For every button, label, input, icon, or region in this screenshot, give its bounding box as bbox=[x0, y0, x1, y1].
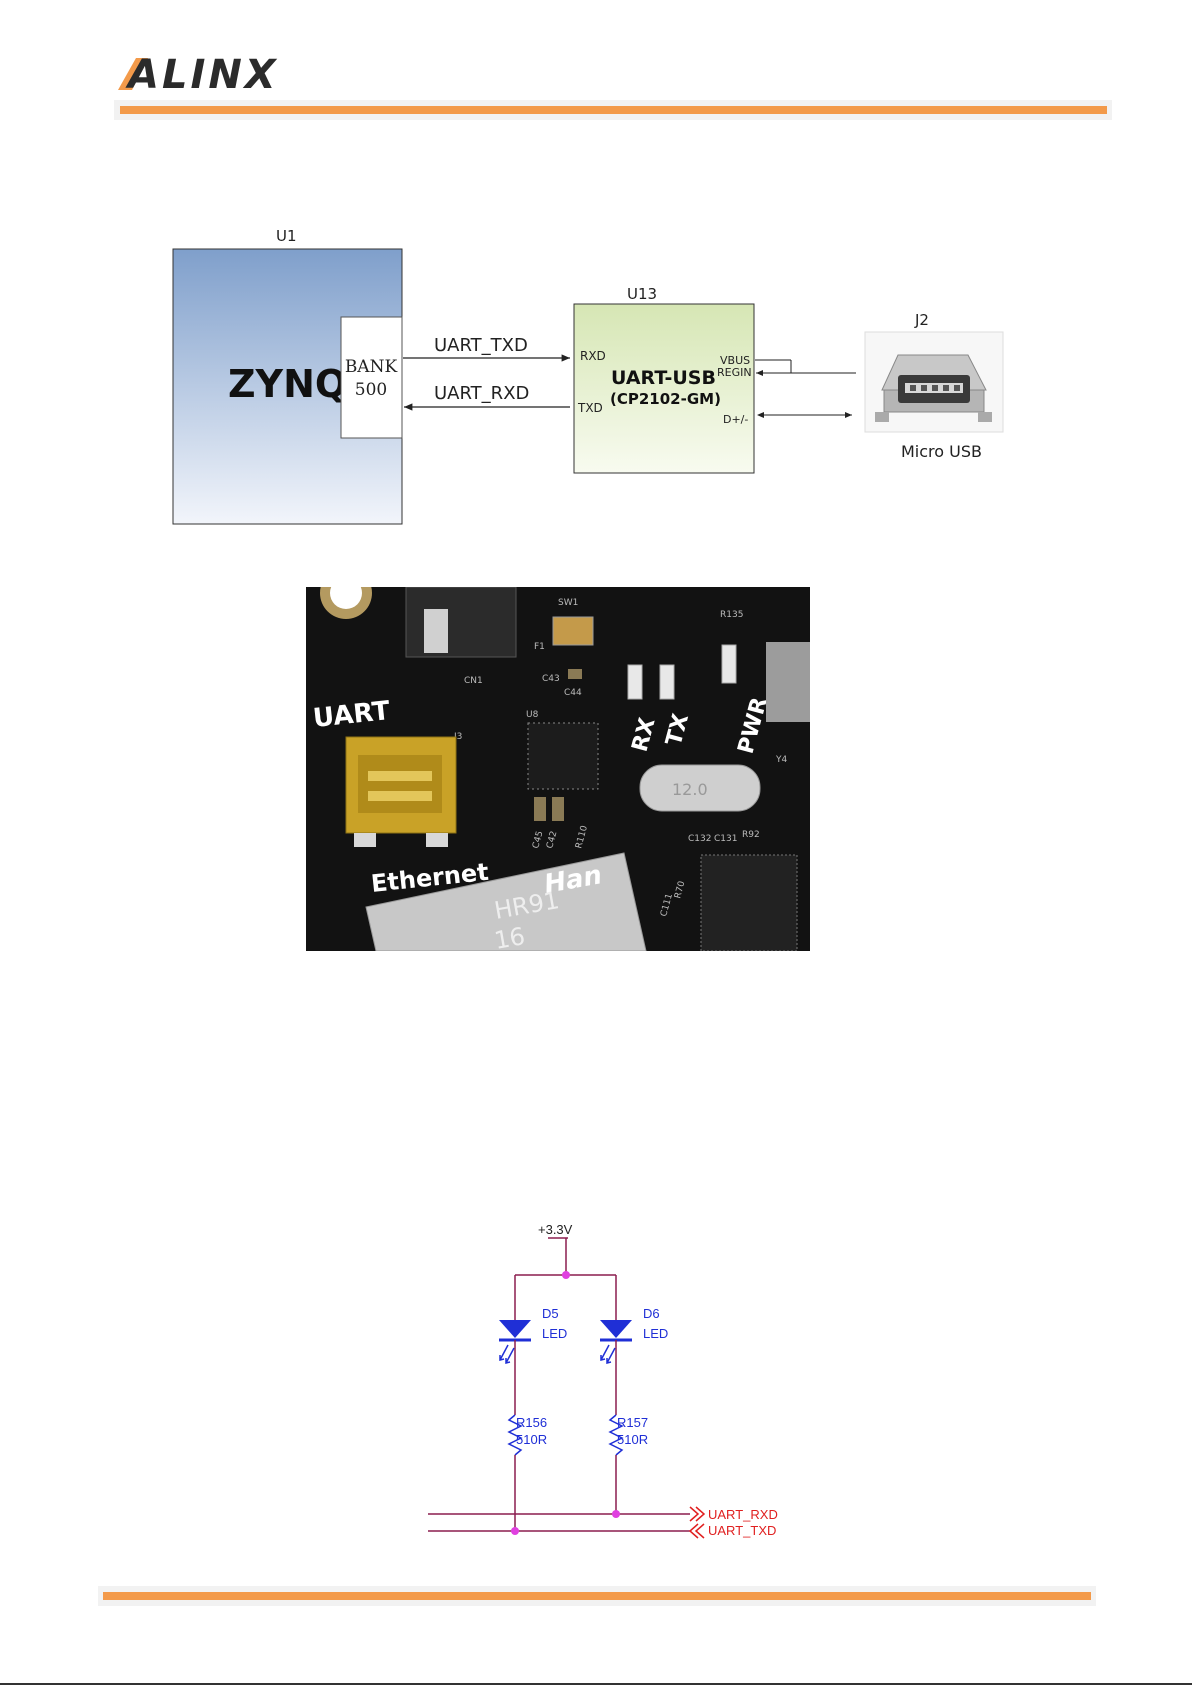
u13-name: UART-USB bbox=[611, 367, 716, 389]
svg-text:LED: LED bbox=[643, 1326, 668, 1341]
svg-text:F1: F1 bbox=[534, 642, 545, 652]
header-rule bbox=[120, 106, 1107, 114]
uart-mini-usb-connector bbox=[346, 737, 456, 847]
uart-block-diagram: U1 ZYNQ BANK 500 UART_TXD UART_RXD U13 R… bbox=[160, 215, 1020, 535]
fuse bbox=[553, 617, 593, 645]
supply-label: +3.3V bbox=[538, 1222, 573, 1237]
footer-rule bbox=[103, 1592, 1091, 1600]
micro-usb-connector-picture bbox=[865, 332, 1003, 432]
net-label-uart-rxd: UART_RXD bbox=[708, 1507, 778, 1522]
bank-number: 500 bbox=[355, 380, 387, 400]
u13-pin-rxd: RXD bbox=[580, 349, 606, 363]
led-d6 bbox=[600, 1320, 632, 1338]
svg-text:D6: D6 bbox=[643, 1306, 660, 1321]
svg-text:R156: R156 bbox=[516, 1415, 547, 1430]
u1-chip-label: ZYNQ bbox=[228, 362, 347, 406]
pwr-led bbox=[722, 645, 736, 683]
dc-jack bbox=[406, 587, 516, 657]
j2-caption: Micro USB bbox=[901, 442, 982, 461]
uart-led-schematic: +3.3V D5 LED R156 510R D6 LED R157 510R … bbox=[420, 1220, 800, 1540]
alinx-logo: ALINX bbox=[118, 50, 308, 94]
svg-text:CN1: CN1 bbox=[464, 676, 483, 686]
svg-text:510R: 510R bbox=[516, 1432, 547, 1447]
junction-top bbox=[562, 1271, 570, 1279]
svg-text:12.0: 12.0 bbox=[672, 780, 708, 799]
u13-pin-txd: TXD bbox=[577, 401, 603, 415]
j2-ref: J2 bbox=[914, 311, 929, 329]
u1-ref: U1 bbox=[276, 227, 297, 245]
svg-text:R135: R135 bbox=[720, 610, 743, 620]
ethernet-phy-chip bbox=[701, 855, 797, 951]
svg-text:SW1: SW1 bbox=[558, 598, 578, 608]
bank-500-block bbox=[341, 317, 402, 438]
u13-pin-regin: REGIN bbox=[717, 366, 752, 379]
u13-part: (CP2102-GM) bbox=[610, 390, 721, 408]
rx-led bbox=[628, 665, 642, 699]
svg-text:C43: C43 bbox=[542, 674, 560, 684]
svg-text:C44: C44 bbox=[564, 688, 582, 698]
uart-txd-label: UART_TXD bbox=[434, 335, 528, 356]
u8-chip bbox=[528, 723, 598, 789]
pcb-uart-photo: CN1 SW1 F1 C43 C44 R135 RX TX PWR UART J… bbox=[306, 587, 810, 951]
svg-text:D5: D5 bbox=[542, 1306, 559, 1321]
bank-label: BANK bbox=[345, 357, 398, 377]
u13-ref: U13 bbox=[627, 285, 657, 303]
svg-text:C132: C132 bbox=[688, 834, 711, 844]
svg-text:R92: R92 bbox=[742, 830, 760, 840]
uart-rxd-label: UART_RXD bbox=[434, 383, 529, 404]
svg-text:Y4: Y4 bbox=[775, 755, 787, 765]
led-d5 bbox=[499, 1320, 531, 1338]
logo-text: ALINX bbox=[125, 52, 279, 94]
svg-text:C131: C131 bbox=[714, 834, 737, 844]
svg-text:LED: LED bbox=[542, 1326, 567, 1341]
inductor bbox=[766, 642, 810, 722]
net-label-uart-txd: UART_TXD bbox=[708, 1523, 776, 1538]
u13-pin-data: D+/- bbox=[723, 413, 748, 426]
svg-text:510R: 510R bbox=[617, 1432, 648, 1447]
svg-text:16: 16 bbox=[492, 922, 527, 951]
svg-text:U8: U8 bbox=[526, 710, 539, 720]
svg-text:R157: R157 bbox=[617, 1415, 648, 1430]
tx-led bbox=[660, 665, 674, 699]
